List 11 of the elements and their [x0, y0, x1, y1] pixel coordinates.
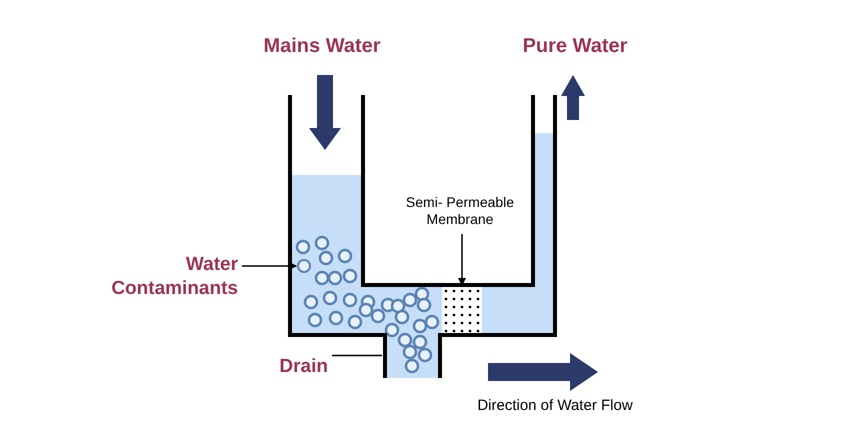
callout-label: Semi- Permeable Membrane — [404, 194, 516, 228]
label: Mains Water — [262, 34, 382, 59]
leader-arrow — [242, 262, 297, 270]
callout-label: Drain — [278, 355, 328, 379]
caption: Direction of Water Flow — [476, 397, 634, 416]
callout-label: Water Contaminants — [110, 253, 238, 301]
membrane-block — [442, 287, 482, 333]
leader-line — [332, 354, 382, 356]
drain-pipe — [383, 333, 442, 378]
leader-arrow — [458, 234, 466, 286]
label: Pure Water — [522, 34, 628, 59]
